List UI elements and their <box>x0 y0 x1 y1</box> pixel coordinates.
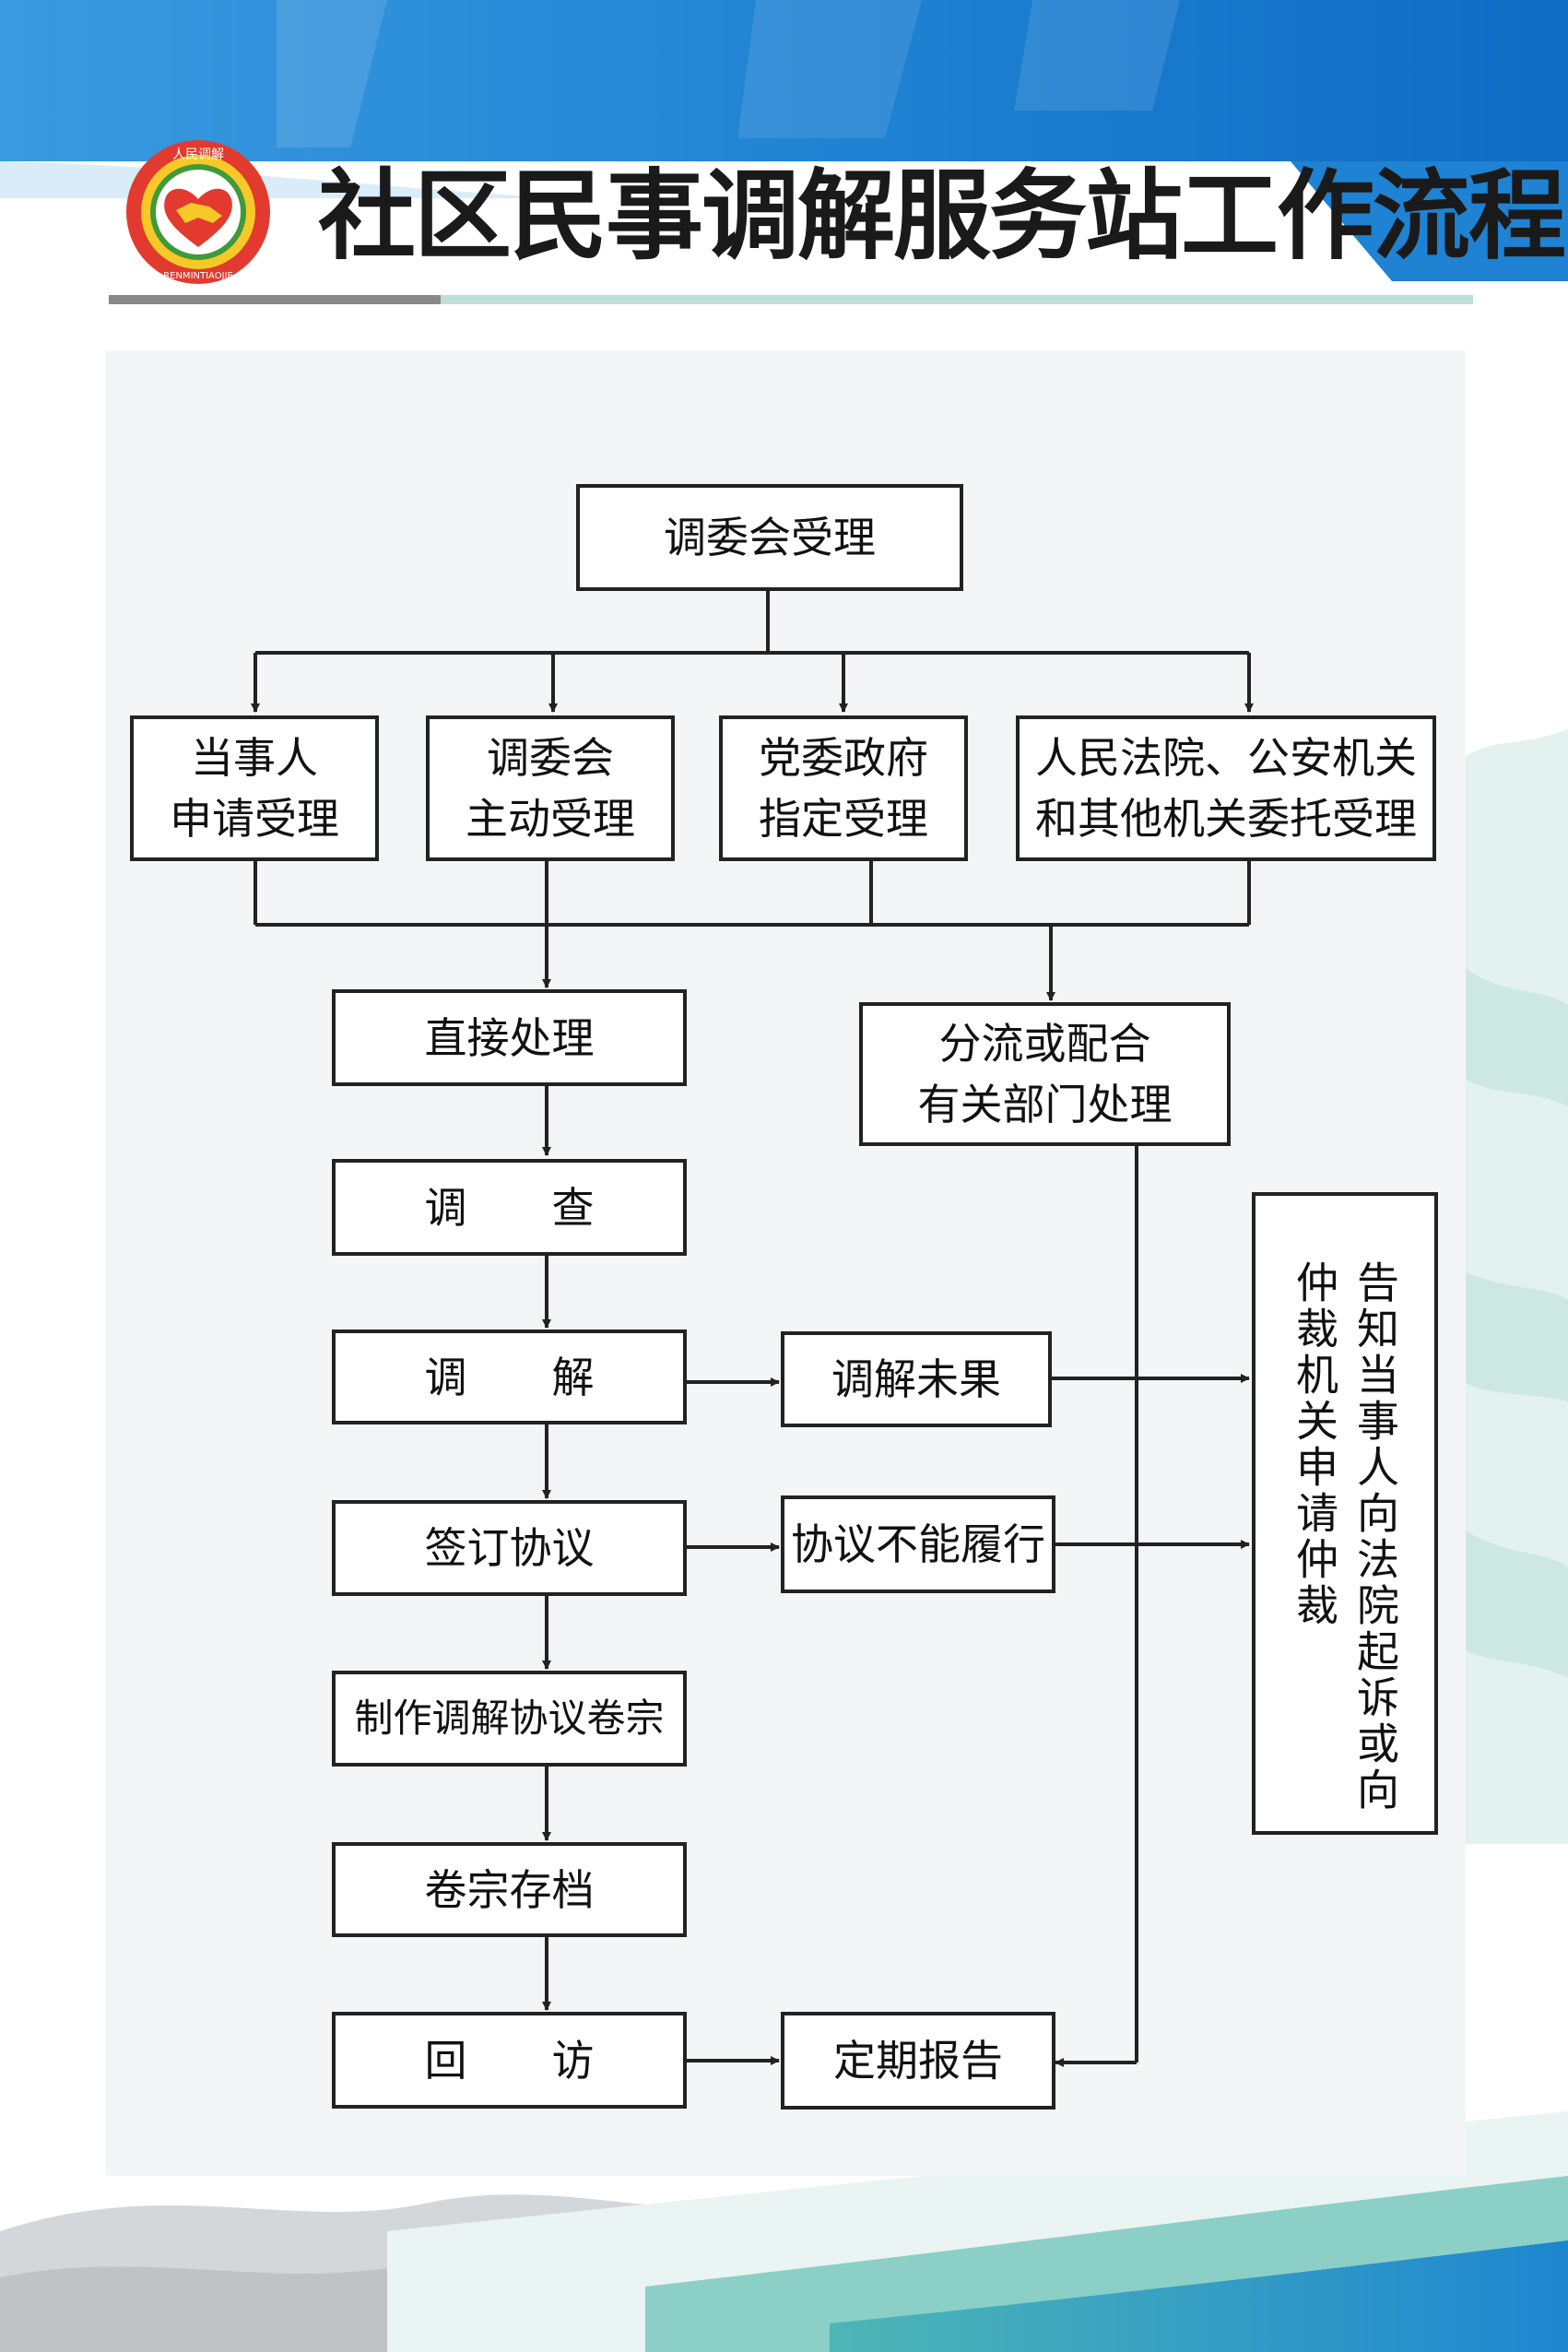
node-sign-agreement: 签订协议 <box>332 1500 687 1596</box>
node-party-gov-assign: 党委政府 指定受理 <box>719 715 968 861</box>
page-title: 社区民事调解服务站工作流程 <box>318 160 1566 273</box>
people-mediation-emblem: 人民调解 RENMINTIAOJIE <box>126 140 270 284</box>
node-committee-active: 调委会 主动受理 <box>426 715 675 861</box>
svg-text:人民调解: 人民调解 <box>172 148 224 162</box>
node-agreement-unfulfilled: 协议不能履行 <box>781 1495 1055 1593</box>
node-inform-party: 告知当事人向法院起诉或向仲裁机关申请仲裁 <box>1252 1192 1438 1835</box>
node-periodic-report: 定期报告 <box>781 2012 1055 2110</box>
node-direct-handle: 直接处理 <box>332 989 687 1086</box>
node-investigate: 调查 <box>332 1159 687 1256</box>
node-committee-accept: 调委会受理 <box>576 484 963 591</box>
svg-text:RENMINTIAOJIE: RENMINTIAOJIE <box>163 271 233 281</box>
node-make-file: 制作调解协议卷宗 <box>332 1671 687 1767</box>
node-revisit: 回访 <box>332 2012 687 2109</box>
node-mediation-failed: 调解未果 <box>781 1331 1052 1427</box>
node-divert: 分流或配合 有关部门处理 <box>859 1002 1231 1146</box>
node-court-police-entrust: 人民法院、公安机关 和其他机关委托受理 <box>1016 715 1436 861</box>
node-party-apply: 当事人 申请受理 <box>130 715 379 861</box>
node-archive: 卷宗存档 <box>332 1842 687 1937</box>
node-mediate: 调解 <box>332 1330 687 1424</box>
